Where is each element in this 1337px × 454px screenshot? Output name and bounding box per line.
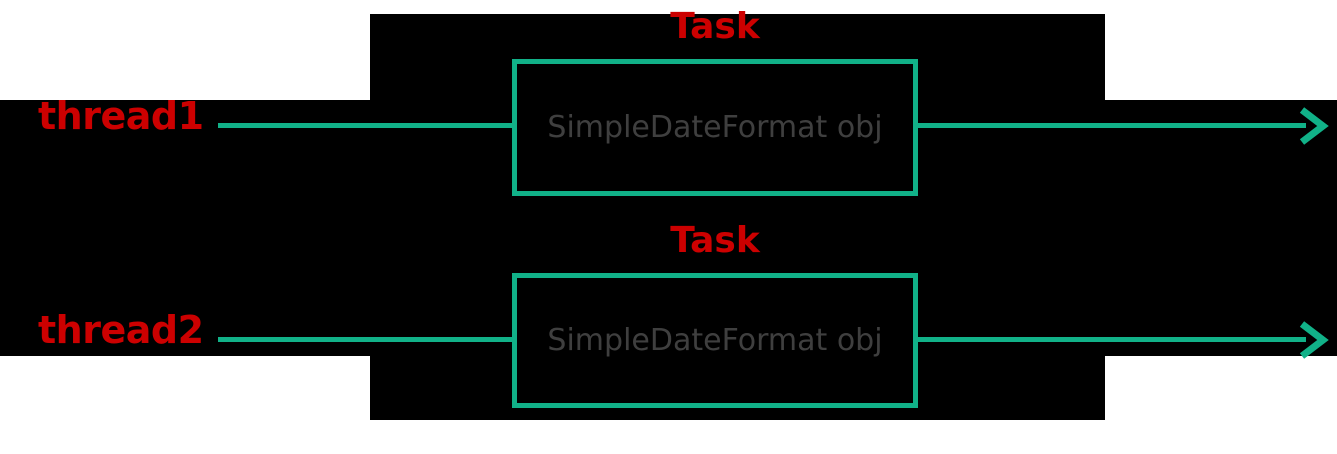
arrow-right-icon-2 bbox=[1290, 319, 1332, 361]
thread-lane-1: thread1 Task SimpleDateFormat obj bbox=[0, 9, 1337, 205]
task-box-label-1: SimpleDateFormat obj bbox=[547, 109, 883, 145]
task-box-label-2: SimpleDateFormat obj bbox=[547, 322, 883, 358]
thread-label-1: thread1 bbox=[38, 94, 204, 138]
task-box-1[interactable]: SimpleDateFormat obj bbox=[512, 59, 918, 196]
thread-wire-in-1 bbox=[218, 123, 516, 128]
thread-label-2: thread2 bbox=[38, 308, 204, 352]
thread-wire-out-1 bbox=[914, 123, 1306, 128]
thread-lane-2: thread2 Task SimpleDateFormat obj bbox=[0, 223, 1337, 419]
task-box-2[interactable]: SimpleDateFormat obj bbox=[512, 273, 918, 408]
task-label-2: Task bbox=[670, 220, 760, 261]
thread-wire-out-2 bbox=[914, 337, 1306, 342]
arrow-right-icon-1 bbox=[1290, 105, 1332, 147]
task-label-1: Task bbox=[670, 6, 760, 47]
thread-wire-in-2 bbox=[218, 337, 516, 342]
